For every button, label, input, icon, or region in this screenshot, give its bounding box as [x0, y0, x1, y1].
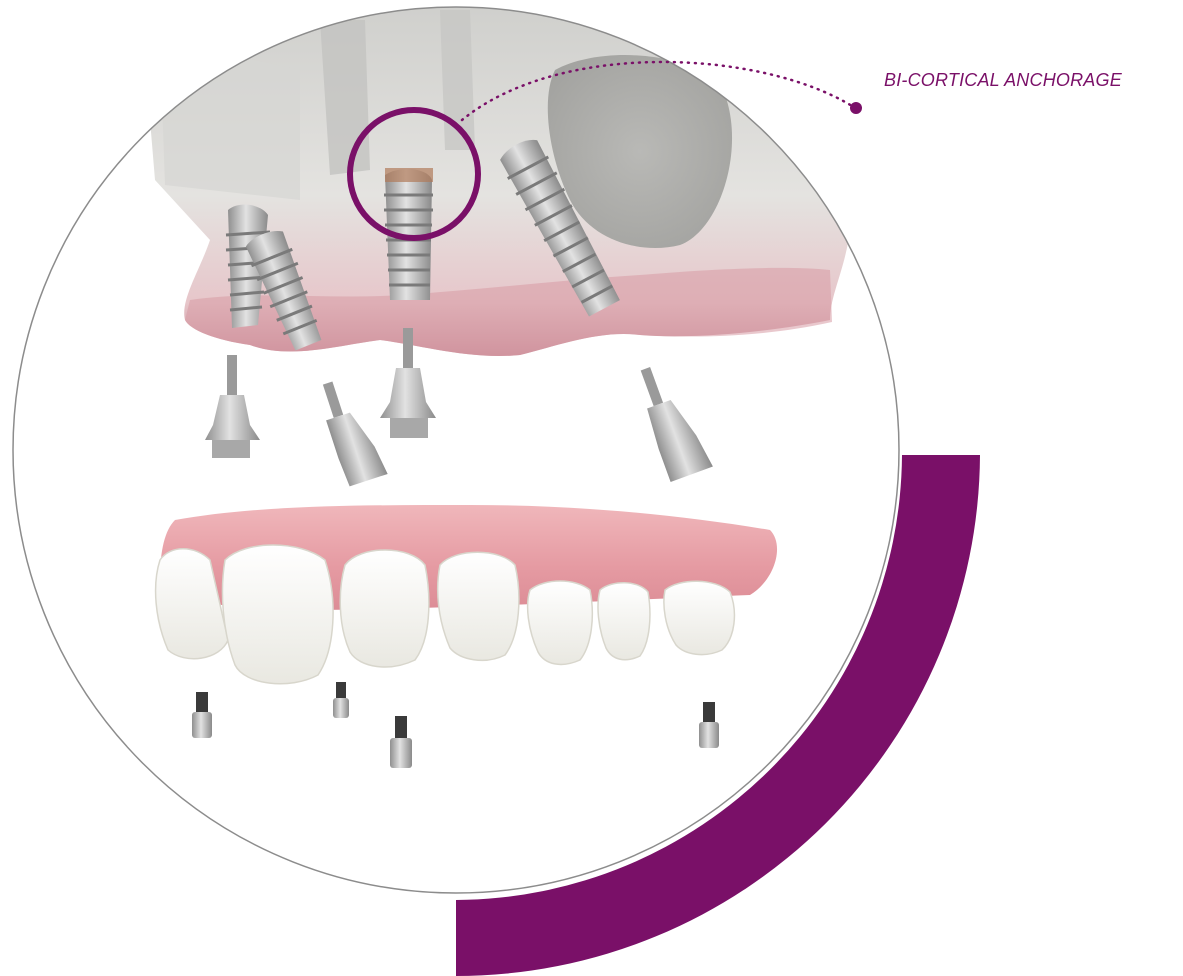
callout-dot	[850, 102, 862, 114]
callout-label: BI-CORTICAL ANCHORAGE	[884, 70, 1122, 91]
